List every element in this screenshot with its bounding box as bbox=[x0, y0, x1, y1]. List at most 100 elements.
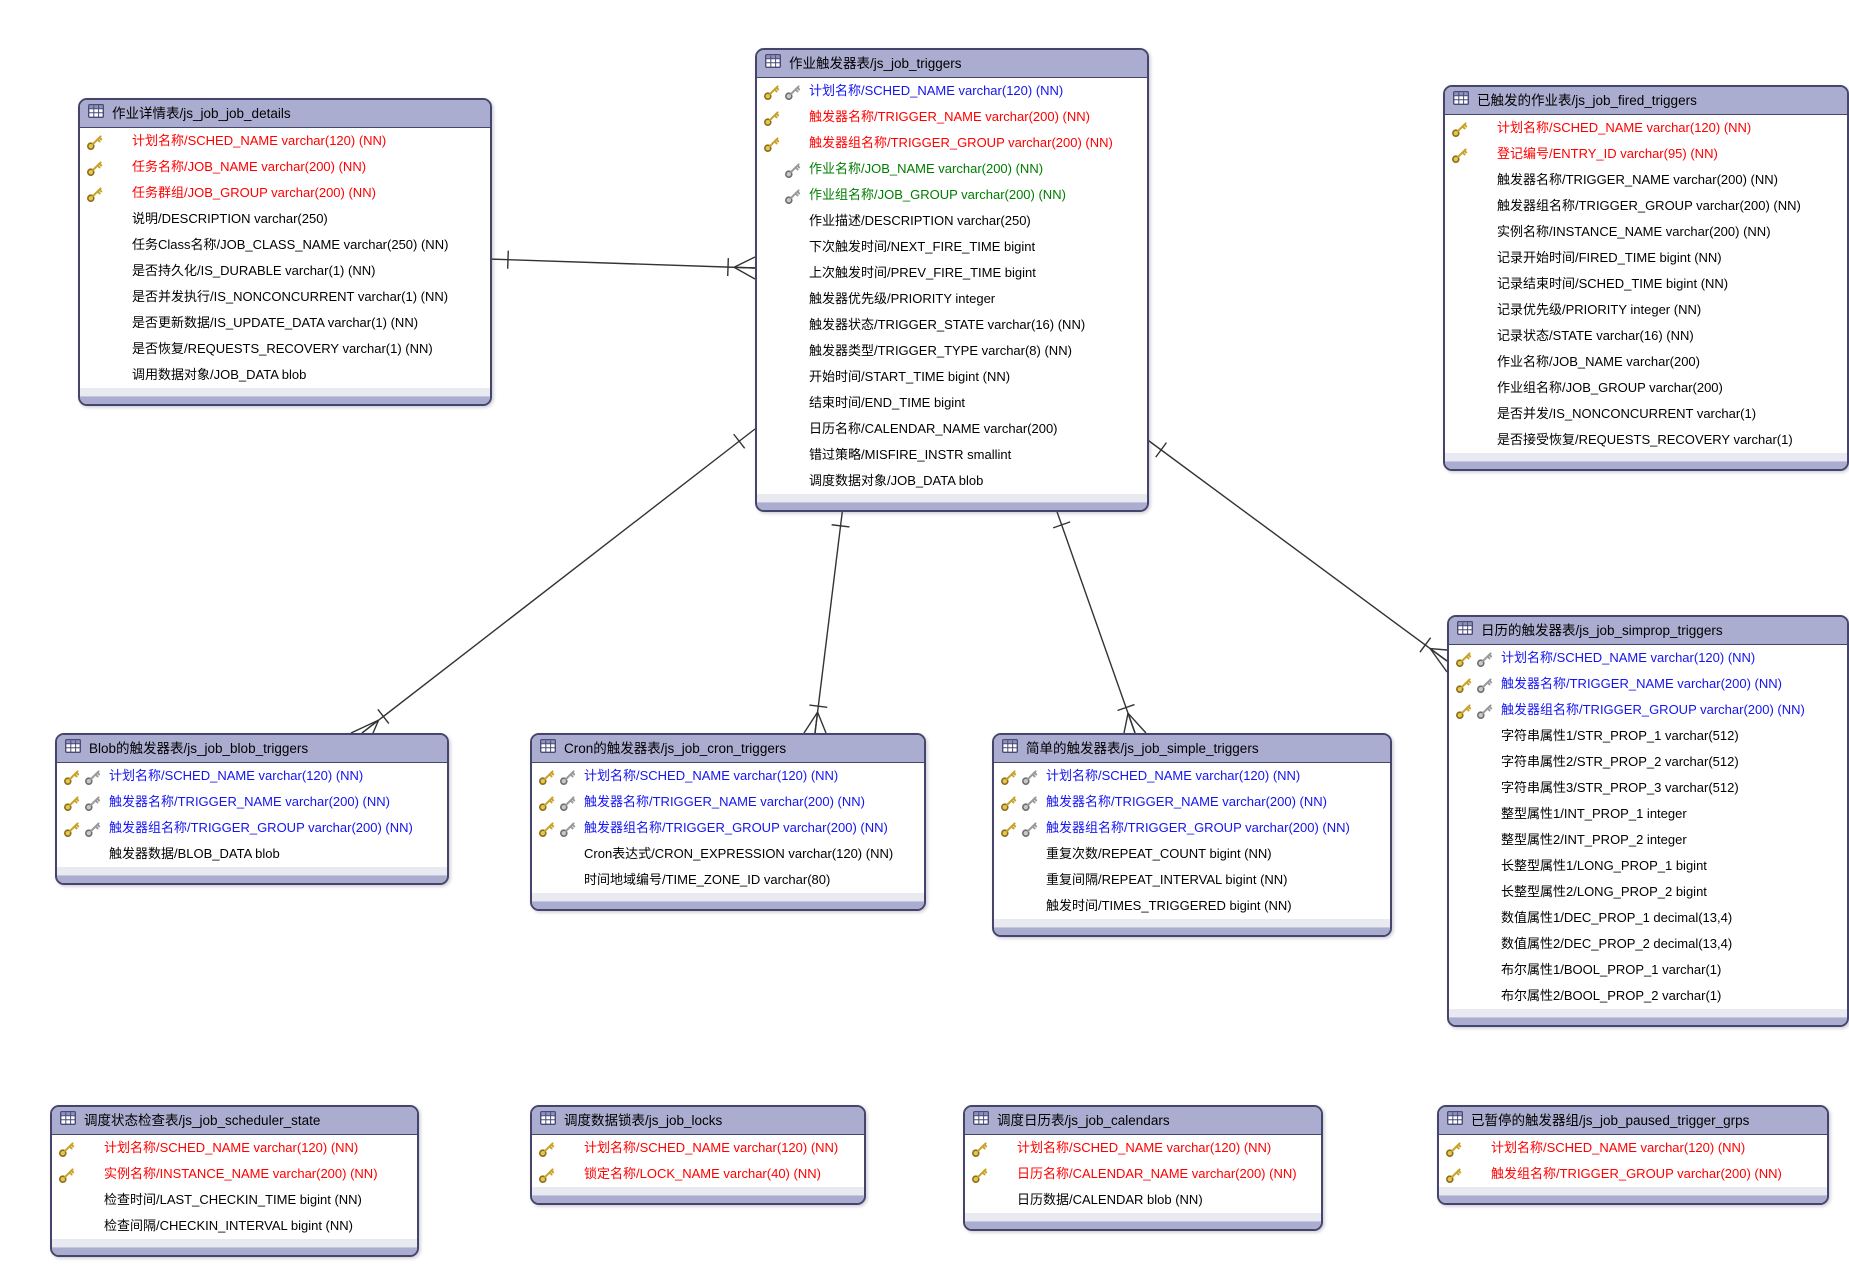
table-js_job_fired_triggers[interactable]: 已触发的作业表/js_job_fired_triggers 计划名称/SCHED… bbox=[1443, 85, 1849, 471]
field-row[interactable]: 计划名称/SCHED_NAME varchar(120) (NN) bbox=[532, 1135, 864, 1161]
field-row[interactable]: 计划名称/SCHED_NAME varchar(120) (NN) bbox=[1445, 115, 1847, 141]
table-header[interactable]: Cron的触发器表/js_job_cron_triggers bbox=[532, 735, 924, 763]
field-row[interactable]: 重复次数/REPEAT_COUNT bigint (NN) bbox=[994, 841, 1390, 867]
field-row[interactable]: Cron表达式/CRON_EXPRESSION varchar(120) (NN… bbox=[532, 841, 924, 867]
field-row[interactable]: 数值属性1/DEC_PROP_1 decimal(13,4) bbox=[1449, 905, 1847, 931]
field-row[interactable]: 触发器组名称/TRIGGER_GROUP varchar(200) (NN) bbox=[57, 815, 447, 841]
field-row[interactable]: 触发器组名称/TRIGGER_GROUP varchar(200) (NN) bbox=[532, 815, 924, 841]
field-row[interactable]: 触发时间/TIMES_TRIGGERED bigint (NN) bbox=[994, 893, 1390, 919]
field-row[interactable]: 计划名称/SCHED_NAME varchar(120) (NN) bbox=[994, 763, 1390, 789]
field-row[interactable]: 结束时间/END_TIME bigint bbox=[757, 390, 1147, 416]
field-row[interactable]: 锁定名称/LOCK_NAME varchar(40) (NN) bbox=[532, 1161, 864, 1187]
field-row[interactable]: 触发器名称/TRIGGER_NAME varchar(200) (NN) bbox=[532, 789, 924, 815]
field-row[interactable]: 数值属性2/DEC_PROP_2 decimal(13,4) bbox=[1449, 931, 1847, 957]
relationship-triggers-to-blob[interactable] bbox=[350, 428, 756, 734]
field-row[interactable]: 计划名称/SCHED_NAME varchar(120) (NN) bbox=[757, 78, 1147, 104]
table-js_job_calendars[interactable]: 调度日历表/js_job_calendars 计划名称/SCHED_NAME v… bbox=[963, 1105, 1323, 1231]
field-row[interactable]: 触发器组名称/TRIGGER_GROUP varchar(200) (NN) bbox=[757, 130, 1147, 156]
table-js_job_scheduler_state[interactable]: 调度状态检查表/js_job_scheduler_state 计划名称/SCHE… bbox=[50, 1105, 419, 1257]
field-row[interactable]: 作业名称/JOB_NAME varchar(200) (NN) bbox=[757, 156, 1147, 182]
table-js_job_locks[interactable]: 调度数据锁表/js_job_locks 计划名称/SCHED_NAME varc… bbox=[530, 1105, 866, 1205]
field-row[interactable]: 长整型属性2/LONG_PROP_2 bigint bbox=[1449, 879, 1847, 905]
relationship-triggers-to-simple[interactable] bbox=[1052, 505, 1147, 734]
field-row[interactable]: 调度数据对象/JOB_DATA blob bbox=[757, 468, 1147, 494]
table-header[interactable]: 调度数据锁表/js_job_locks bbox=[532, 1107, 864, 1135]
field-row[interactable]: 任务Class名称/JOB_CLASS_NAME varchar(250) (N… bbox=[80, 232, 490, 258]
field-row[interactable]: 作业描述/DESCRIPTION varchar(250) bbox=[757, 208, 1147, 234]
field-row[interactable]: 是否接受恢复/REQUESTS_RECOVERY varchar(1) bbox=[1445, 427, 1847, 453]
field-row[interactable]: 是否并发/IS_NONCONCURRENT varchar(1) bbox=[1445, 401, 1847, 427]
field-row[interactable]: 长整型属性1/LONG_PROP_1 bigint bbox=[1449, 853, 1847, 879]
table-header[interactable]: 已暂停的触发器组/js_job_paused_trigger_grps bbox=[1439, 1107, 1827, 1135]
field-row[interactable]: 触发器组名称/TRIGGER_GROUP varchar(200) (NN) bbox=[1445, 193, 1847, 219]
table-header[interactable]: 日历的触发器表/js_job_simprop_triggers bbox=[1449, 617, 1847, 645]
table-js_job_simple_triggers[interactable]: 简单的触发器表/js_job_simple_triggers 计划名称/SCHE… bbox=[992, 733, 1392, 937]
field-row[interactable]: 调用数据对象/JOB_DATA blob bbox=[80, 362, 490, 388]
field-row[interactable]: 触发组名称/TRIGGER_GROUP varchar(200) (NN) bbox=[1439, 1161, 1827, 1187]
field-row[interactable]: 日历名称/CALENDAR_NAME varchar(200) (NN) bbox=[965, 1161, 1321, 1187]
field-row[interactable]: 触发器状态/TRIGGER_STATE varchar(16) (NN) bbox=[757, 312, 1147, 338]
relationship-triggers-to-simprop[interactable] bbox=[1144, 437, 1448, 673]
field-row[interactable]: 触发器组名称/TRIGGER_GROUP varchar(200) (NN) bbox=[1449, 697, 1847, 723]
field-row[interactable]: 布尔属性2/BOOL_PROP_2 varchar(1) bbox=[1449, 983, 1847, 1009]
field-row[interactable]: 字符串属性3/STR_PROP_3 varchar(512) bbox=[1449, 775, 1847, 801]
field-row[interactable]: 计划名称/SCHED_NAME varchar(120) (NN) bbox=[1449, 645, 1847, 671]
field-row[interactable]: 触发器名称/TRIGGER_NAME varchar(200) (NN) bbox=[1449, 671, 1847, 697]
field-row[interactable]: 计划名称/SCHED_NAME varchar(120) (NN) bbox=[965, 1135, 1321, 1161]
table-js_job_simprop_triggers[interactable]: 日历的触发器表/js_job_simprop_triggers 计划名称/SCH… bbox=[1447, 615, 1849, 1027]
field-row[interactable]: 作业组名称/JOB_GROUP varchar(200) (NN) bbox=[757, 182, 1147, 208]
table-js_job_triggers[interactable]: 作业触发器表/js_job_triggers 计划名称/SCHED_NAME v… bbox=[755, 48, 1149, 512]
table-header[interactable]: 简单的触发器表/js_job_simple_triggers bbox=[994, 735, 1390, 763]
table-header[interactable]: 作业详情表/js_job_job_details bbox=[80, 100, 490, 128]
field-row[interactable]: 实例名称/INSTANCE_NAME varchar(200) (NN) bbox=[52, 1161, 417, 1187]
field-row[interactable]: 计划名称/SCHED_NAME varchar(120) (NN) bbox=[1439, 1135, 1827, 1161]
field-row[interactable]: 触发器数据/BLOB_DATA blob bbox=[57, 841, 447, 867]
field-row[interactable]: 触发器优先级/PRIORITY integer bbox=[757, 286, 1147, 312]
field-row[interactable]: 记录优先级/PRIORITY integer (NN) bbox=[1445, 297, 1847, 323]
field-row[interactable]: 触发器组名称/TRIGGER_GROUP varchar(200) (NN) bbox=[994, 815, 1390, 841]
field-row[interactable]: 触发器名称/TRIGGER_NAME varchar(200) (NN) bbox=[994, 789, 1390, 815]
table-header[interactable]: 调度状态检查表/js_job_scheduler_state bbox=[52, 1107, 417, 1135]
field-row[interactable]: 是否更新数据/IS_UPDATE_DATA varchar(1) (NN) bbox=[80, 310, 490, 336]
field-row[interactable]: 记录状态/STATE varchar(16) (NN) bbox=[1445, 323, 1847, 349]
table-header[interactable]: Blob的触发器表/js_job_blob_triggers bbox=[57, 735, 447, 763]
field-row[interactable]: 检查间隔/CHECKIN_INTERVAL bigint (NN) bbox=[52, 1213, 417, 1239]
field-row[interactable]: 字符串属性1/STR_PROP_1 varchar(512) bbox=[1449, 723, 1847, 749]
table-header[interactable]: 作业触发器表/js_job_triggers bbox=[757, 50, 1147, 78]
field-row[interactable]: 触发器名称/TRIGGER_NAME varchar(200) (NN) bbox=[1445, 167, 1847, 193]
field-row[interactable]: 作业组名称/JOB_GROUP varchar(200) bbox=[1445, 375, 1847, 401]
table-header[interactable]: 调度日历表/js_job_calendars bbox=[965, 1107, 1321, 1135]
field-row[interactable]: 日历数据/CALENDAR blob (NN) bbox=[965, 1187, 1321, 1213]
field-row[interactable]: 计划名称/SCHED_NAME varchar(120) (NN) bbox=[532, 763, 924, 789]
field-row[interactable]: 说明/DESCRIPTION varchar(250) bbox=[80, 206, 490, 232]
field-row[interactable]: 计划名称/SCHED_NAME varchar(120) (NN) bbox=[52, 1135, 417, 1161]
field-row[interactable]: 记录结束时间/SCHED_TIME bigint (NN) bbox=[1445, 271, 1847, 297]
field-row[interactable]: 上次触发时间/PREV_FIRE_TIME bigint bbox=[757, 260, 1147, 286]
table-js_job_job_details[interactable]: 作业详情表/js_job_job_details 计划名称/SCHED_NAME… bbox=[78, 98, 492, 406]
field-row[interactable]: 作业名称/JOB_NAME varchar(200) bbox=[1445, 349, 1847, 375]
field-row[interactable]: 登记编号/ENTRY_ID varchar(95) (NN) bbox=[1445, 141, 1847, 167]
table-js_job_paused_trigger_grps[interactable]: 已暂停的触发器组/js_job_paused_trigger_grps 计划名称… bbox=[1437, 1105, 1829, 1205]
relationship-triggers-to-cron[interactable] bbox=[803, 505, 850, 734]
table-js_job_blob_triggers[interactable]: Blob的触发器表/js_job_blob_triggers 计划名称/SCHE… bbox=[55, 733, 449, 885]
field-row[interactable]: 时间地域编号/TIME_ZONE_ID varchar(80) bbox=[532, 867, 924, 893]
field-row[interactable]: 实例名称/INSTANCE_NAME varchar(200) (NN) bbox=[1445, 219, 1847, 245]
field-row[interactable]: 错过策略/MISFIRE_INSTR smallint bbox=[757, 442, 1147, 468]
field-row[interactable]: 开始时间/START_TIME bigint (NN) bbox=[757, 364, 1147, 390]
field-row[interactable]: 记录开始时间/FIRED_TIME bigint (NN) bbox=[1445, 245, 1847, 271]
field-row[interactable]: 是否并发执行/IS_NONCONCURRENT varchar(1) (NN) bbox=[80, 284, 490, 310]
field-row[interactable]: 触发器类型/TRIGGER_TYPE varchar(8) (NN) bbox=[757, 338, 1147, 364]
field-row[interactable]: 是否持久化/IS_DURABLE varchar(1) (NN) bbox=[80, 258, 490, 284]
field-row[interactable]: 计划名称/SCHED_NAME varchar(120) (NN) bbox=[57, 763, 447, 789]
table-js_job_cron_triggers[interactable]: Cron的触发器表/js_job_cron_triggers 计划名称/SCHE… bbox=[530, 733, 926, 911]
field-row[interactable]: 任务群组/JOB_GROUP varchar(200) (NN) bbox=[80, 180, 490, 206]
field-row[interactable]: 触发器名称/TRIGGER_NAME varchar(200) (NN) bbox=[57, 789, 447, 815]
field-row[interactable]: 任务名称/JOB_NAME varchar(200) (NN) bbox=[80, 154, 490, 180]
field-row[interactable]: 下次触发时间/NEXT_FIRE_TIME bigint bbox=[757, 234, 1147, 260]
relationship-job_details-to-triggers[interactable] bbox=[487, 250, 756, 280]
field-row[interactable]: 日历名称/CALENDAR_NAME varchar(200) bbox=[757, 416, 1147, 442]
field-row[interactable]: 整型属性1/INT_PROP_1 integer bbox=[1449, 801, 1847, 827]
field-row[interactable]: 计划名称/SCHED_NAME varchar(120) (NN) bbox=[80, 128, 490, 154]
field-row[interactable]: 触发器名称/TRIGGER_NAME varchar(200) (NN) bbox=[757, 104, 1147, 130]
